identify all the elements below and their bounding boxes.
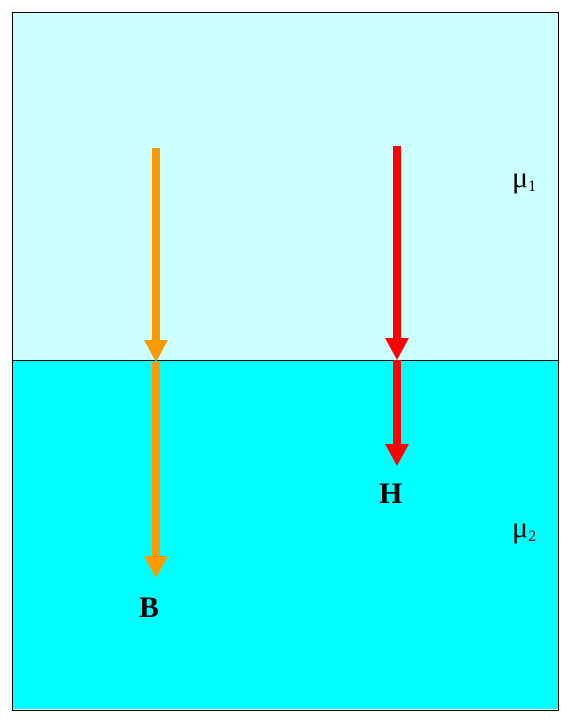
mu2-symbol: μ [512,511,529,544]
mu1-subscript: 1 [528,178,537,195]
mu1-symbol: μ [512,161,529,194]
mu1-label: μ1 [512,161,537,195]
h-vector-label: H [379,477,403,510]
medium-1-region [13,13,558,361]
mu2-subscript: 2 [528,528,537,545]
b-vector-upper-head [144,340,168,362]
h-vector-upper-head [385,338,409,360]
b-vector-label: B [139,591,160,624]
mu2-label: μ2 [512,511,537,545]
medium-2-region [13,361,558,709]
h-vector-lower-head [385,444,409,466]
interface-boundary [13,360,558,361]
b-vector-lower-head [144,556,168,578]
